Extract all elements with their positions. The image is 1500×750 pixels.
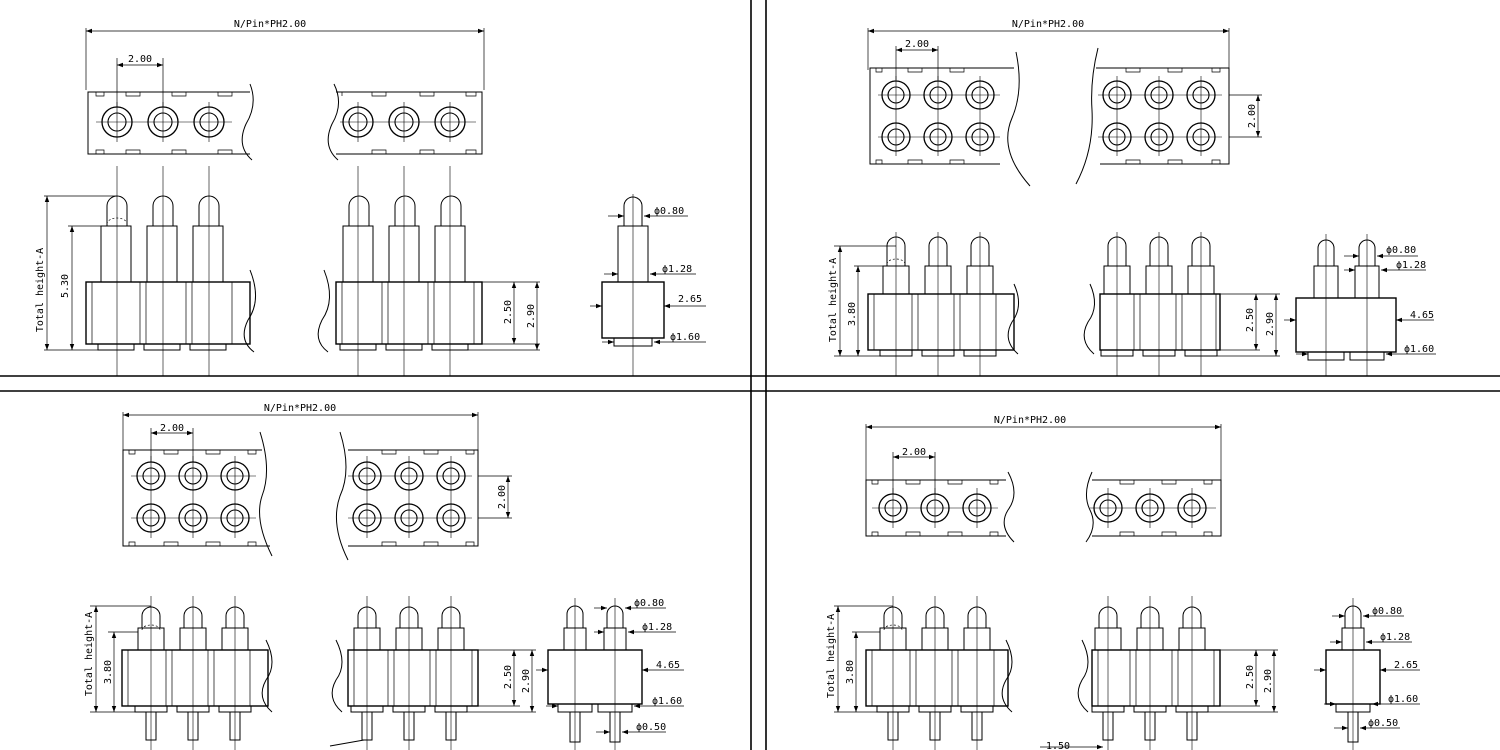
q1-body-dim-2: 2.90 [526,304,537,328]
q3-barrel-diameter: ϕ1.28 [642,622,672,633]
quadrant-4-drawing: N/Pin*PH2.00 2.00 [826,415,1420,750]
q4-tail-diameter: ϕ0.50 [1368,718,1398,729]
q3-tail-diameter: ϕ0.50 [636,722,666,733]
q3-body-dim-2: 2.90 [521,669,532,693]
q4-height-value: 3.80 [845,660,856,684]
q2-hole-grid [878,76,1222,156]
q3-double-pin-detail: ϕ0.80 ϕ1.28 4.65 ϕ1.60 ϕ0.50 [536,598,684,750]
q1-barrel-diameter: ϕ1.28 [662,264,692,275]
q3-total-height-label: Total height-A [84,612,95,696]
q3-side-view-right: 2.50 2.90 [329,596,536,750]
q1-height-value: 5.30 [60,274,71,298]
q3-height-value: 3.80 [103,660,114,684]
q4-barrel-diameter: ϕ1.28 [1380,632,1410,643]
q4-total-height-label: Total height-A [826,614,837,698]
q4-base-diameter: ϕ1.60 [1388,694,1418,705]
quadrant-1-drawing: N/Pin*PH2.00 2.00 [35,19,706,376]
q4-side-view-right: 2.50 2.90 1.50 [1040,596,1278,750]
q1-pitch-label: 2.00 [128,54,152,65]
q3-pitch-label: 2.00 [160,423,184,434]
q1-tip-diameter: ϕ0.80 [654,206,684,217]
q2-side-view-right: 2.50 2.90 [1083,232,1280,376]
q4-partial-label: 1.50 [1046,741,1070,750]
q1-single-pin-detail: ϕ0.80 ϕ1.28 2.65 ϕ1.60 [590,194,706,376]
q4-tip-diameter: ϕ0.80 [1372,606,1402,617]
q4-single-pin-detail: ϕ0.80 ϕ1.28 2.65 ϕ1.60 ϕ0.50 [1314,598,1420,750]
q4-body-width: 2.65 [1394,660,1418,671]
q3-tip-diameter: ϕ0.80 [634,598,664,609]
q1-total-height-label: Total height-A [35,248,46,332]
q1-base-diameter: ϕ1.60 [670,332,700,343]
quadrant-2-drawing: N/Pin*PH2.00 2.00 2. [828,19,1436,376]
q3-body-dim-1: 2.50 [503,665,514,689]
q2-side-view-left: Total height-A 3.80 [828,232,1019,376]
q1-hole-row [96,102,476,142]
q1-pitch-total-label: N/Pin*PH2.00 [234,19,306,30]
q1-body-dim-1: 2.50 [503,300,514,324]
q2-body-dim-2: 2.90 [1265,312,1276,336]
q2-barrel-diameter: ϕ1.28 [1396,260,1426,271]
q3-pitch-total-label: N/Pin*PH2.00 [264,403,336,414]
q3-base-diameter: ϕ1.60 [652,696,682,707]
q2-total-height-label: Total height-A [828,258,839,342]
q2-double-pin-detail: ϕ0.80 ϕ1.28 4.65 ϕ1.60 [1284,234,1436,376]
q3-hole-grid [131,456,472,538]
q2-base-diameter: ϕ1.60 [1404,344,1434,355]
q1-side-view-left: Total height-A 5.30 [35,166,256,376]
q3-side-view-left: Total height-A 3.80 [84,596,273,750]
q2-body-dim-1: 2.50 [1245,308,1256,332]
q4-body-dim-1: 2.50 [1245,665,1256,689]
q2-pitch-label: 2.00 [905,39,929,50]
q4-pitch-label: 2.00 [902,447,926,458]
q4-pitch-total-label: N/Pin*PH2.00 [994,415,1066,426]
q1-side-view-right: 2.50 2.90 [317,166,540,376]
q1-body-width: 2.65 [678,294,702,305]
q2-body-width: 4.65 [1410,310,1434,321]
q2-height-value: 3.80 [847,302,858,326]
q3-body-width: 4.65 [656,660,680,671]
q4-body-dim-2: 2.90 [1263,669,1274,693]
q2-tip-diameter: ϕ0.80 [1386,245,1416,256]
q2-pitch-total-label: N/Pin*PH2.00 [1012,19,1084,30]
quadrant-3-drawing: N/Pin*PH2.00 2.00 2.00 [84,403,684,750]
q2-row-pitch-label: 2.00 [1247,104,1258,128]
q3-row-pitch-label: 2.00 [497,485,508,509]
q4-hole-row [872,488,1216,528]
q4-side-view-left: Total height-A 3.80 [826,596,1013,750]
